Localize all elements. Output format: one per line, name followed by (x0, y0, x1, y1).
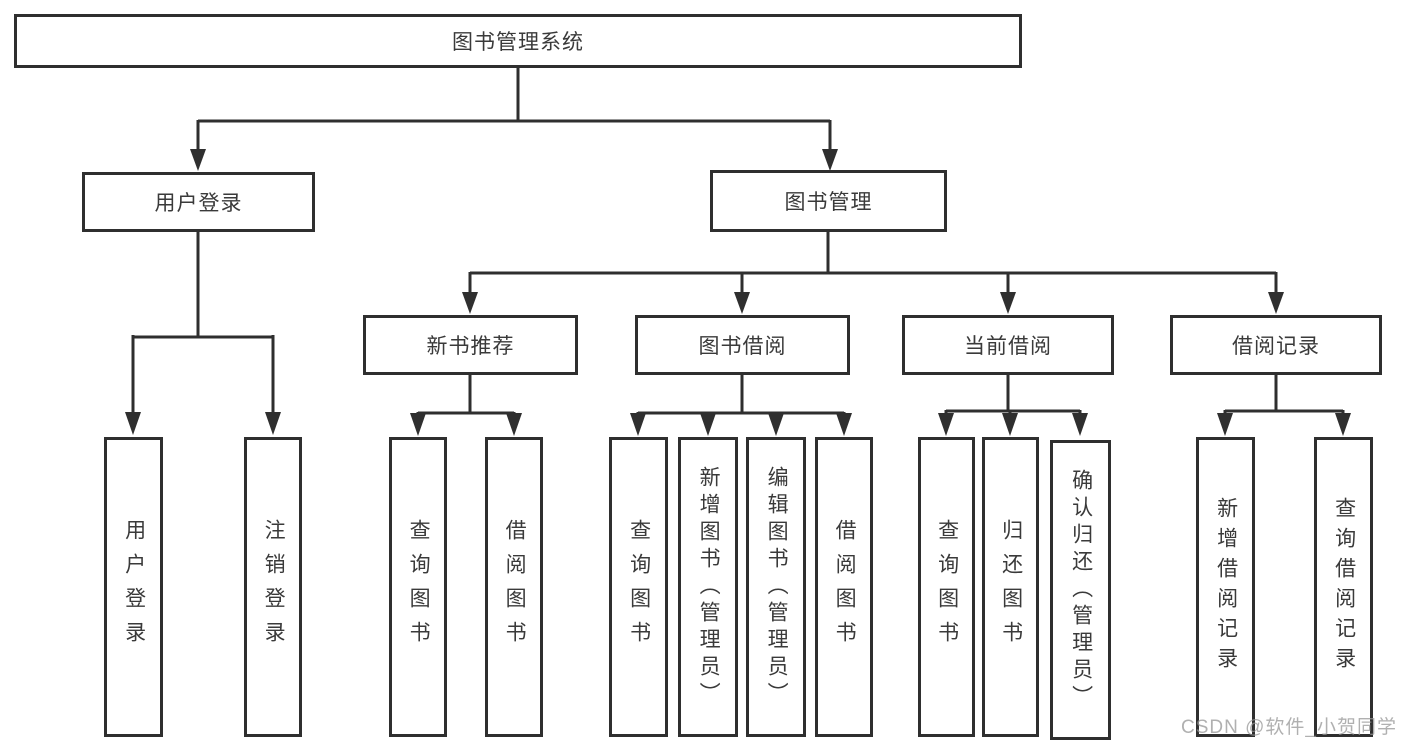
node-label: 查询图书 (407, 519, 431, 655)
node-label: 新增借阅记录 (1214, 497, 1238, 677)
leaf-query-books-borrowing: 查询图书 (609, 437, 668, 737)
leaf-user-login: 用户登录 (104, 437, 163, 737)
node-label: 用户登录 (122, 519, 146, 655)
node-current-borrowing: 当前借阅 (902, 315, 1114, 375)
leaf-query-books-recommend: 查询图书 (389, 437, 447, 737)
node-label: 查询图书 (935, 519, 959, 655)
leaf-logout: 注销登录 (244, 437, 302, 737)
node-label: 新增图书（管理员） (697, 465, 721, 709)
node-label: 新书推荐 (426, 335, 515, 358)
node-label: 注销登录 (262, 519, 286, 655)
node-library-management-system: 图书管理系统 (14, 14, 1022, 68)
node-label: 图书借阅 (698, 335, 787, 358)
leaf-borrow-books-recommend: 借阅图书 (485, 437, 543, 737)
leaf-edit-book-admin: 编辑图书（管理员） (746, 437, 806, 737)
node-label: 借阅图书 (503, 519, 527, 655)
leaf-return-book: 归还图书 (982, 437, 1039, 737)
arrowheads (125, 149, 1351, 436)
node-label: 确认归还（管理员） (1069, 468, 1093, 712)
leaf-query-books-current: 查询图书 (918, 437, 975, 737)
leaf-borrow-books-borrowing: 借阅图书 (815, 437, 873, 737)
node-book-borrowing: 图书借阅 (635, 315, 850, 375)
node-book-management: 图书管理 (710, 170, 947, 232)
leaf-confirm-return-admin: 确认归还（管理员） (1050, 440, 1111, 740)
leaf-add-borrow-record: 新增借阅记录 (1196, 437, 1255, 737)
node-label: 用户登录 (154, 192, 243, 215)
node-label: 借阅图书 (833, 519, 857, 655)
leaf-add-book-admin: 新增图书（管理员） (678, 437, 738, 737)
watermark-text: CSDN @软件_小贺同学 (1181, 717, 1397, 738)
node-label: 查询借阅记录 (1332, 497, 1356, 677)
node-label: 借阅记录 (1232, 335, 1320, 358)
node-borrowing-records: 借阅记录 (1170, 315, 1382, 375)
node-user-login: 用户登录 (82, 172, 315, 232)
node-label: 图书管理系统 (452, 31, 584, 54)
leaf-query-borrow-record: 查询借阅记录 (1314, 437, 1373, 737)
node-label: 编辑图书（管理员） (765, 465, 789, 709)
node-label: 图书管理 (784, 191, 873, 214)
node-label: 归还图书 (999, 519, 1023, 655)
node-label: 查询图书 (627, 519, 651, 655)
node-label: 当前借阅 (964, 335, 1052, 358)
node-new-book-recommendation: 新书推荐 (363, 315, 578, 375)
